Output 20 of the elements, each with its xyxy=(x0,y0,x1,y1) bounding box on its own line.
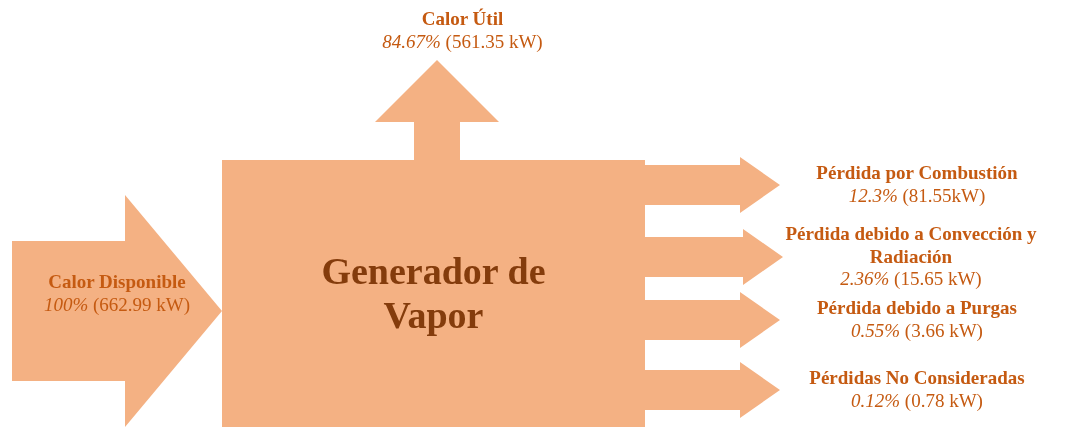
flow-label: Pérdidas No Consideradas xyxy=(809,367,1025,390)
process-box xyxy=(222,160,645,427)
block-arrow xyxy=(375,60,499,160)
block-arrow xyxy=(645,362,780,418)
flow-value: 12.3% (81.55kW) xyxy=(848,185,986,208)
flow-label: Calor Útil xyxy=(421,8,504,31)
flow-value: 2.36% (15.65 kW) xyxy=(840,268,982,292)
flow-label: Pérdida debido a Purgas xyxy=(816,297,1018,320)
flow-value: 100% (662.99 kW) xyxy=(43,294,191,317)
flow-value: 84.67% (561.35 kW) xyxy=(382,31,543,54)
block-arrow xyxy=(645,157,780,213)
flow-label: Pérdida por Combustión xyxy=(816,162,1018,185)
flow-label: Pérdida debido a Convección y Radiación xyxy=(784,222,1038,269)
block-arrow xyxy=(645,229,783,285)
block-arrow xyxy=(12,195,222,427)
block-arrow xyxy=(645,292,780,348)
flow-label: Calor Disponible xyxy=(48,271,186,294)
flow-value: 0.12% (0.78 kW) xyxy=(851,390,983,413)
box-title: Generador de Vapor xyxy=(320,249,547,338)
flow-value: 0.55% (3.66 kW) xyxy=(851,320,983,343)
